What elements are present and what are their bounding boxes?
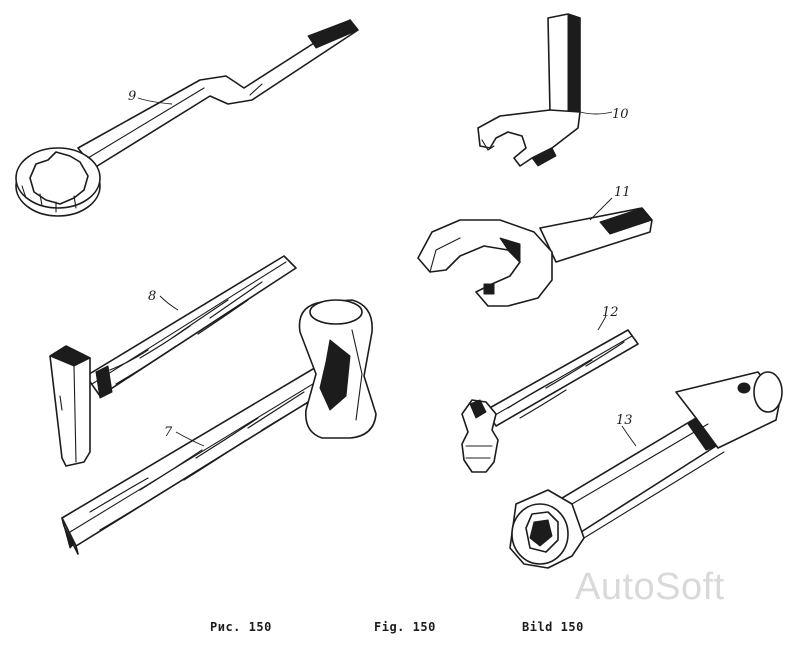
leader-12 (597, 315, 607, 331)
small-hammer (461, 329, 639, 473)
callout-12: 12 (602, 305, 619, 320)
watermark-text: AutoSoft (575, 566, 725, 608)
caption-english: Fig. 150 (374, 620, 436, 634)
large-open-spanner (417, 207, 653, 307)
callout-13: 13 (616, 413, 633, 428)
mallet (61, 299, 377, 555)
callout-7: 7 (164, 425, 173, 440)
leader-7 (175, 431, 205, 447)
callout-8: 8 (148, 289, 156, 304)
leader-10 (579, 111, 613, 115)
callout-10: 10 (612, 107, 629, 122)
ring-spanner (15, 19, 359, 217)
leader-9 (137, 97, 173, 105)
hammer (49, 255, 297, 467)
caption-german: Bild 150 (522, 620, 584, 634)
leader-8 (159, 295, 179, 311)
leader-11 (589, 197, 613, 221)
leader-13 (621, 425, 637, 447)
callout-9: 9 (128, 89, 136, 104)
bent-open-spanner (477, 13, 581, 167)
callout-11: 11 (614, 185, 631, 200)
caption-russian: Рис. 150 (210, 620, 272, 634)
tube-socket-spanner (509, 371, 783, 569)
